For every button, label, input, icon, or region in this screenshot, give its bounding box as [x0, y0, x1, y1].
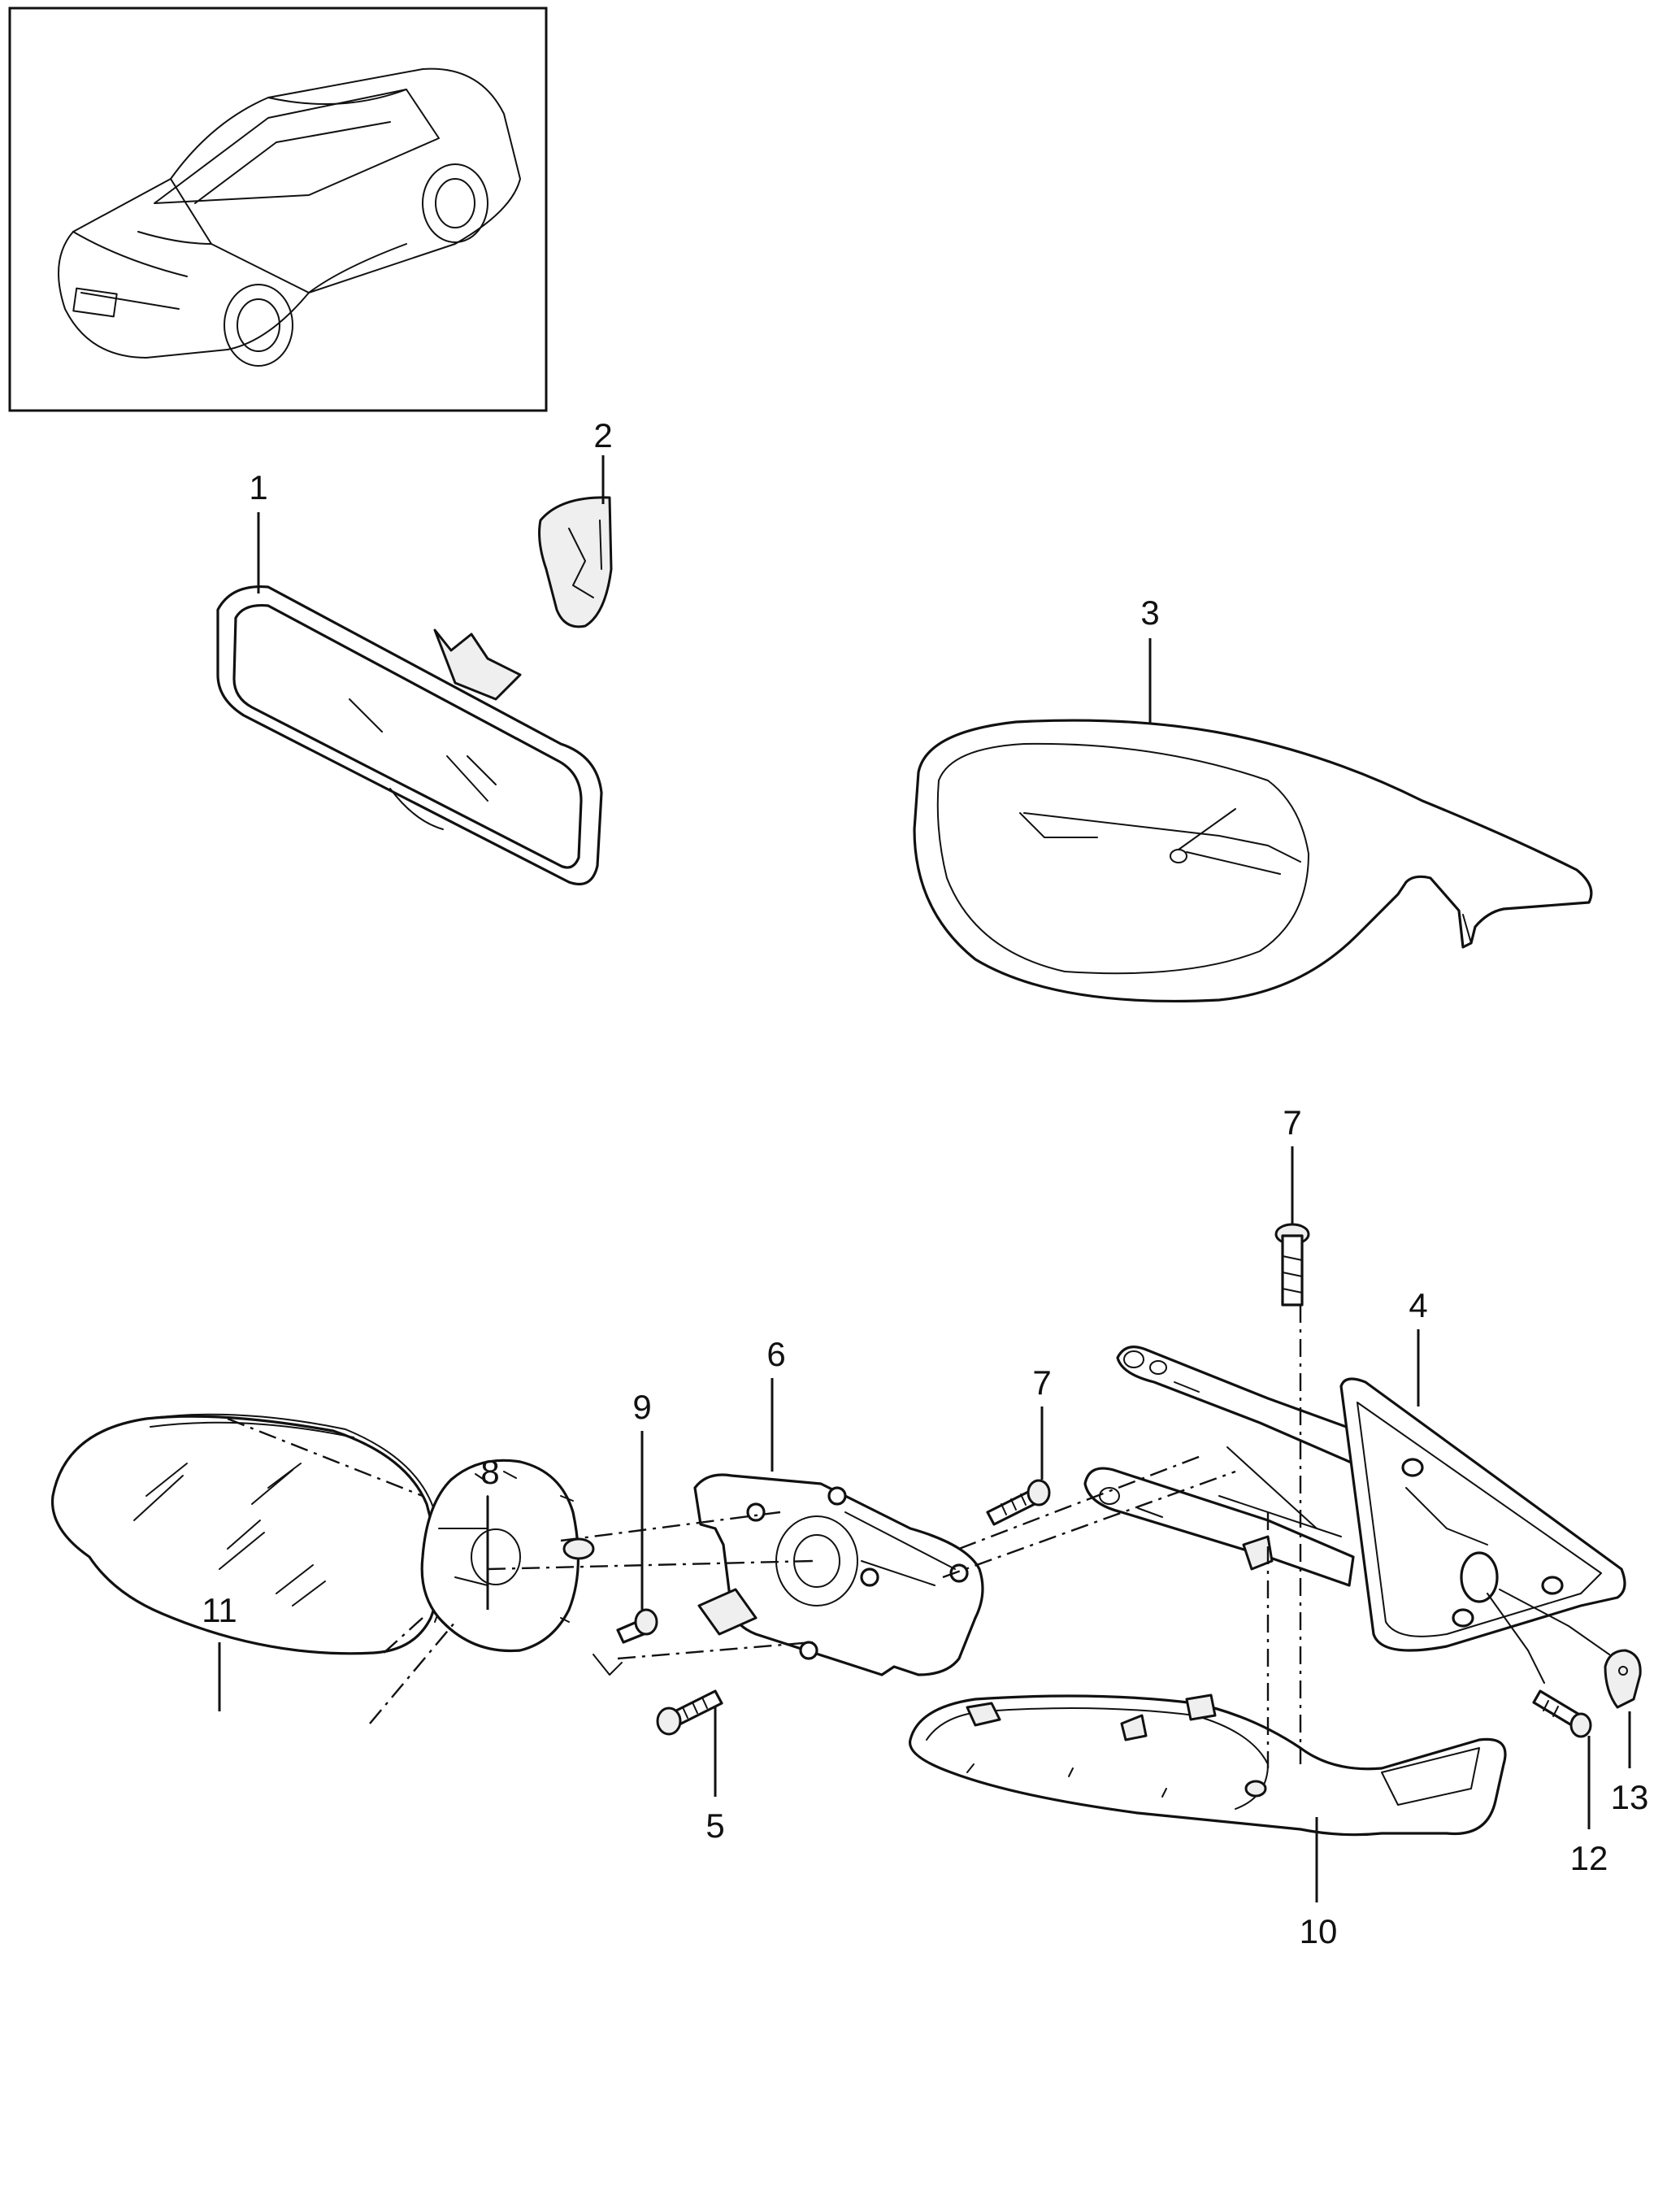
callout-7-left: 7: [1032, 1363, 1051, 1402]
vehicle-thumbnail: [8, 7, 548, 412]
part-12-screw: [1532, 1689, 1592, 1738]
callout-labels: 1 2 3 4 5 6 7 7 8 9 10 11 12 13: [202, 416, 1648, 1950]
callout-7-top: 7: [1283, 1103, 1301, 1141]
part-3-mirror-housing: [913, 719, 1593, 1002]
callout-5: 5: [705, 1807, 724, 1845]
part-5-screw: [656, 1689, 723, 1736]
callout-2: 2: [593, 416, 612, 454]
assembly-lines: [227, 1305, 1302, 1768]
callout-9: 9: [632, 1388, 651, 1426]
callout-8: 8: [480, 1453, 499, 1491]
part-13-seal: [1604, 1649, 1642, 1709]
part-9-screw: [616, 1608, 658, 1644]
part-10-lower-housing: [909, 1693, 1507, 1837]
part-4-mirror-base: [1339, 1377, 1626, 1684]
callout-3: 3: [1140, 593, 1159, 632]
part-11-mirror-glass: [50, 1413, 444, 1655]
callout-12: 12: [1570, 1839, 1608, 1877]
part-7-screw-top: [1274, 1223, 1310, 1307]
part-7-screw-left: [986, 1479, 1051, 1526]
callout-1: 1: [249, 468, 267, 507]
part-6-adjuster-bracket: [693, 1473, 984, 1676]
callout-11: 11: [202, 1591, 237, 1629]
part-2-cover: [538, 496, 613, 628]
mirror-base-arm: [1083, 1346, 1359, 1587]
leader-lines: [218, 455, 1631, 1902]
callout-6: 6: [766, 1335, 785, 1373]
callout-10: 10: [1300, 1912, 1338, 1950]
callout-4: 4: [1409, 1286, 1427, 1324]
callout-13: 13: [1611, 1778, 1649, 1816]
part-1-interior-mirror: [216, 585, 603, 886]
